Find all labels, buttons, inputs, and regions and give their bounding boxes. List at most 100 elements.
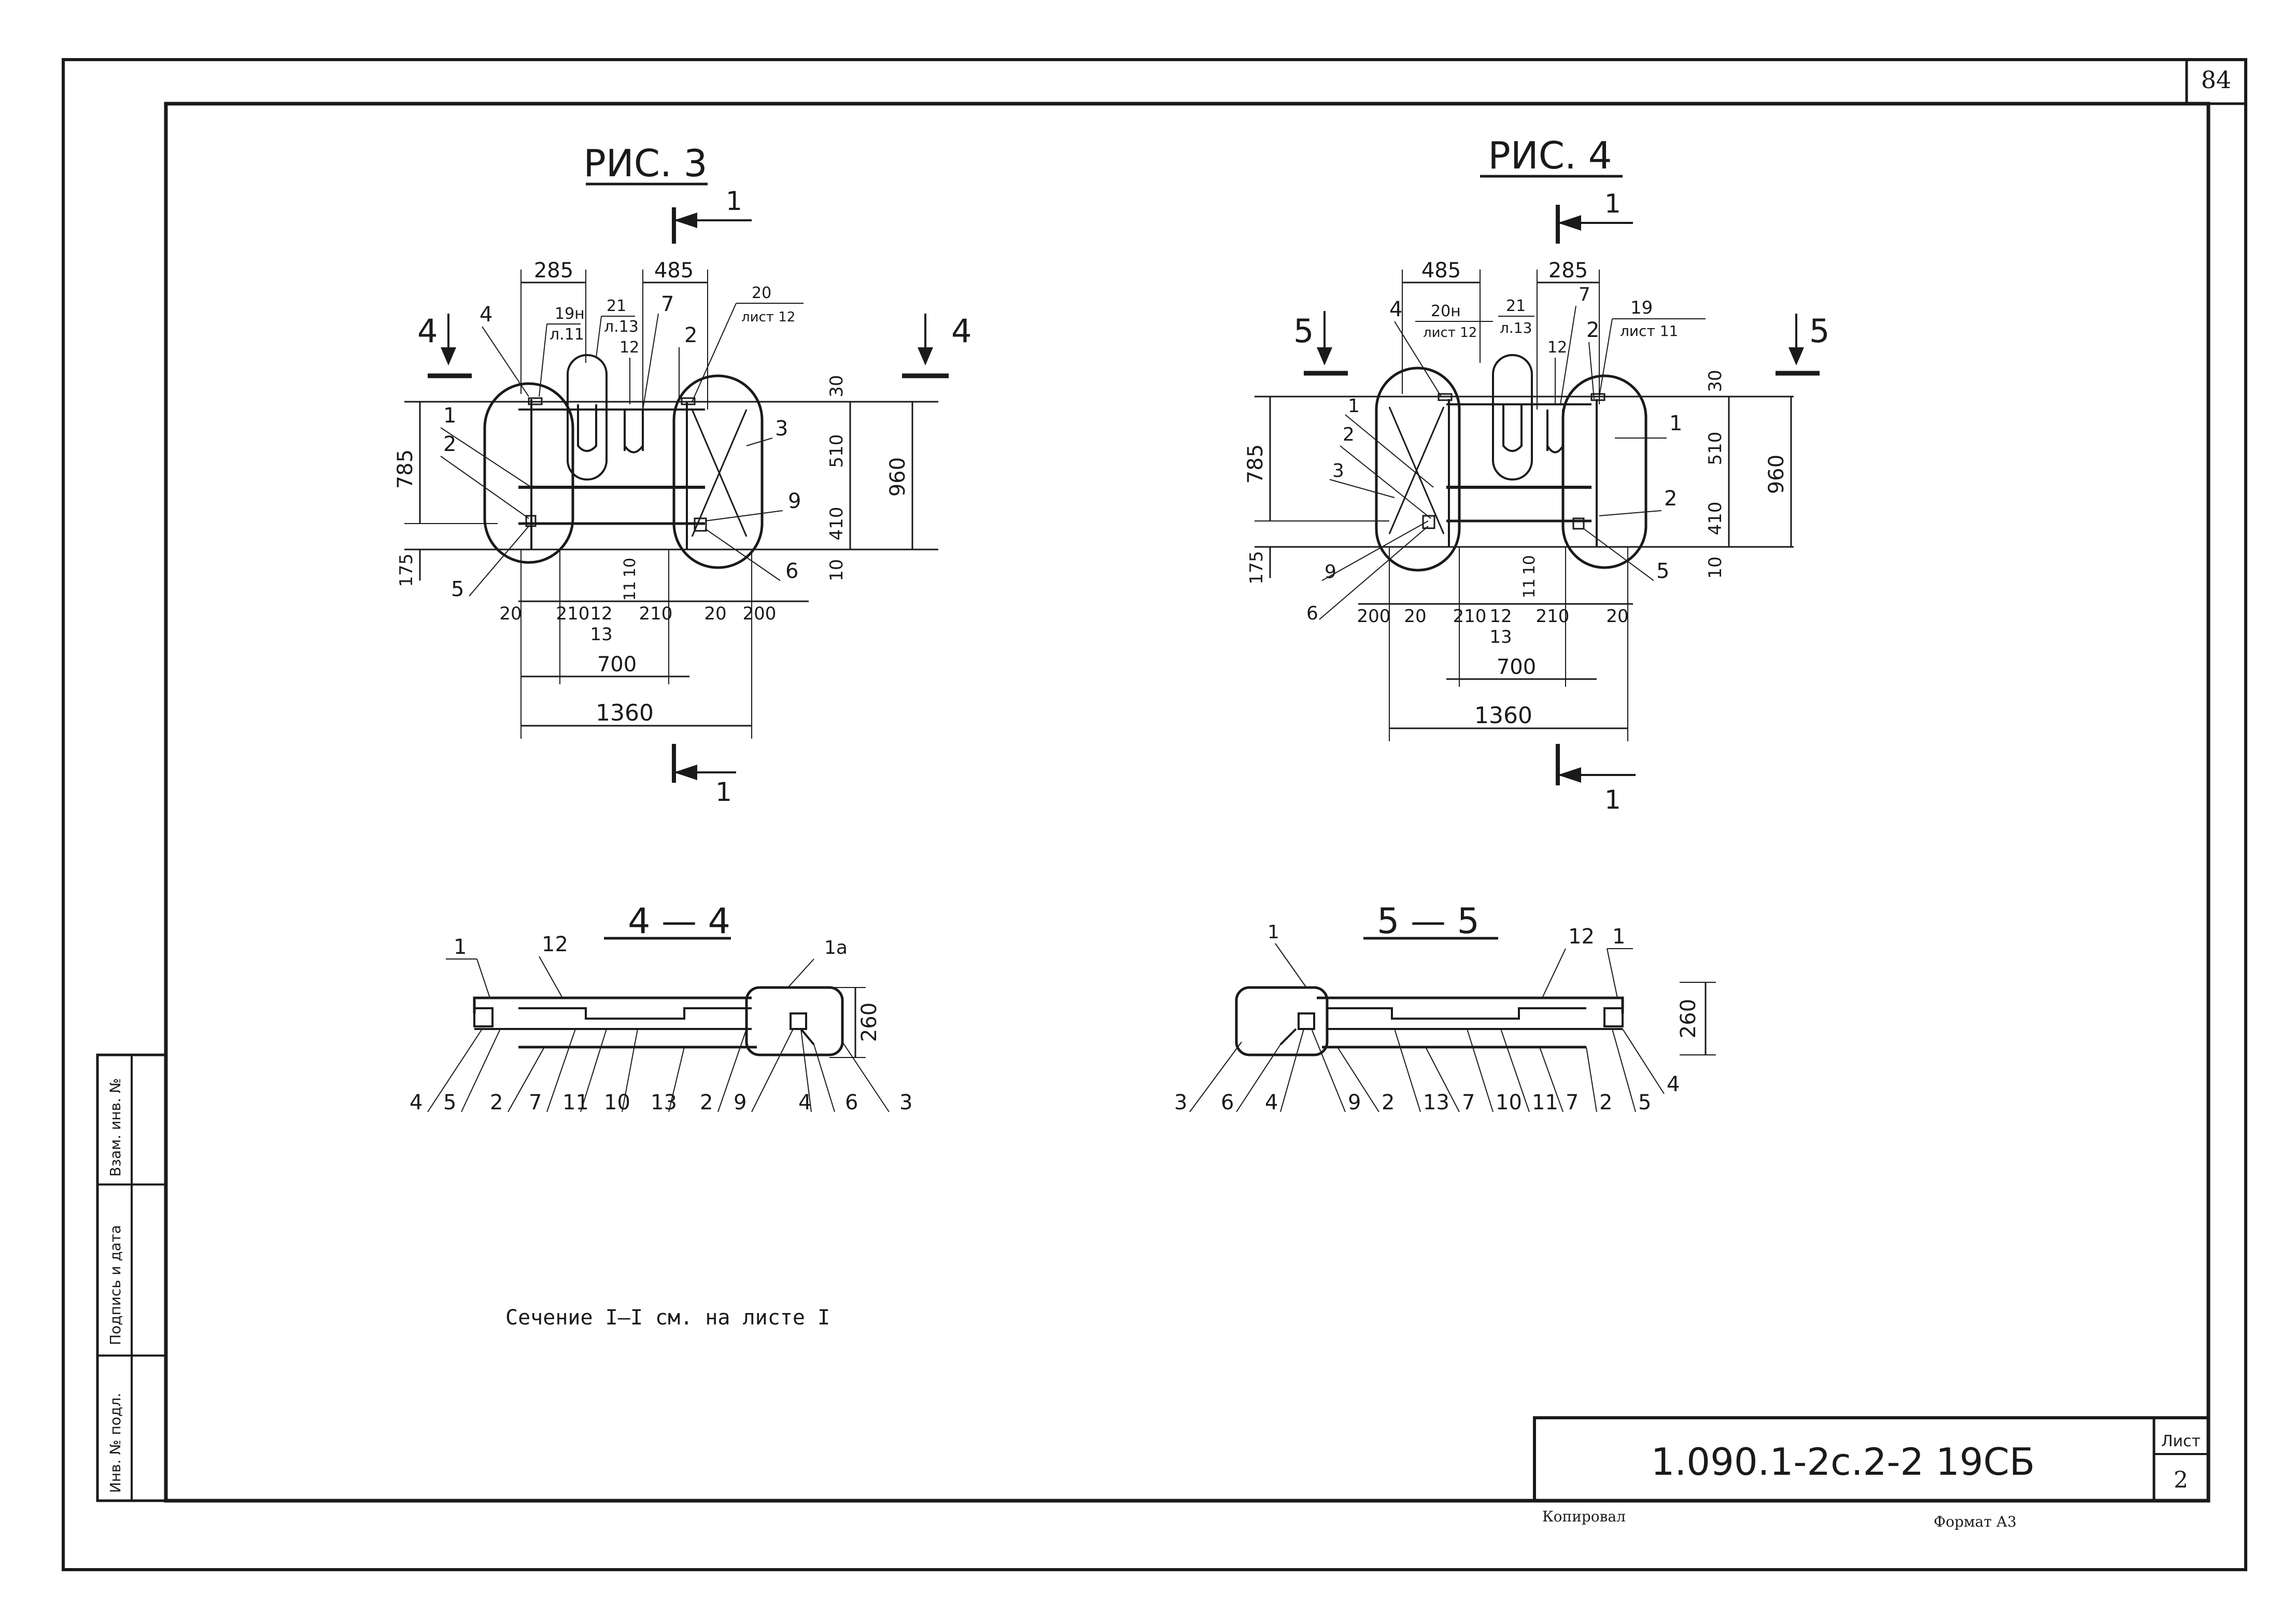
svg-text:13: 13 xyxy=(590,624,612,645)
svg-text:285: 285 xyxy=(1548,259,1588,283)
svg-text:510: 510 xyxy=(826,434,847,468)
svg-text:лист 11: лист 11 xyxy=(1620,322,1678,340)
svg-text:7: 7 xyxy=(529,1091,542,1115)
svg-text:3: 3 xyxy=(1332,460,1344,482)
corner-sheet-number: 84 xyxy=(2201,66,2232,94)
svg-text:1: 1 xyxy=(1669,412,1682,435)
svg-text:1: 1 xyxy=(454,935,467,959)
svg-text:260: 260 xyxy=(857,1003,881,1042)
svg-text:960: 960 xyxy=(1765,455,1788,494)
svg-text:10: 10 xyxy=(1705,556,1726,579)
svg-text:5: 5 xyxy=(1656,559,1669,583)
svg-text:7: 7 xyxy=(1462,1091,1475,1115)
svg-text:21: 21 xyxy=(607,297,626,315)
svg-text:960: 960 xyxy=(886,457,910,497)
svg-text:210: 210 xyxy=(556,603,590,624)
svg-text:2: 2 xyxy=(684,323,697,347)
svg-text:2: 2 xyxy=(1343,424,1355,445)
svg-text:5: 5 xyxy=(451,577,464,601)
svg-text:10: 10 xyxy=(621,558,639,577)
svg-text:2: 2 xyxy=(1382,1091,1394,1115)
svg-text:210: 210 xyxy=(1536,606,1570,627)
svg-text:6: 6 xyxy=(1221,1091,1234,1115)
svg-text:4: 4 xyxy=(1389,298,1402,321)
svg-text:7: 7 xyxy=(1566,1091,1579,1115)
svg-text:6: 6 xyxy=(845,1091,858,1115)
svg-text:1: 1 xyxy=(443,404,456,428)
svg-text:410: 410 xyxy=(1705,502,1726,535)
svg-text:30: 30 xyxy=(1705,370,1726,392)
svg-text:3: 3 xyxy=(775,417,788,441)
svg-text:13: 13 xyxy=(1423,1091,1449,1115)
svg-text:485: 485 xyxy=(654,259,694,283)
svg-text:10: 10 xyxy=(604,1091,630,1115)
svg-text:4: 4 xyxy=(951,312,971,350)
svg-text:4 — 4: 4 — 4 xyxy=(628,901,730,942)
svg-text:11: 11 xyxy=(621,581,639,601)
svg-text:200: 200 xyxy=(743,603,777,624)
svg-text:700: 700 xyxy=(1497,655,1536,679)
sec44-bottom-labels: 4 5 2 7 11 10 13 2 9 4 6 3 xyxy=(410,1028,912,1115)
svg-text:1: 1 xyxy=(1604,785,1621,815)
svg-text:210: 210 xyxy=(1453,606,1487,627)
svg-text:20: 20 xyxy=(499,603,522,624)
svg-text:1: 1 xyxy=(715,777,732,807)
svg-text:12: 12 xyxy=(1568,925,1595,949)
svg-text:1: 1 xyxy=(1612,925,1625,949)
svg-text:4: 4 xyxy=(410,1091,422,1115)
svg-text:700: 700 xyxy=(597,653,637,676)
svg-text:19н: 19н xyxy=(555,305,585,323)
sec55-bottom-labels: 3 6 4 9 2 13 7 10 11 7 2 5 4 xyxy=(1174,1028,1680,1115)
svg-text:285: 285 xyxy=(534,259,573,283)
svg-text:6: 6 xyxy=(1306,603,1318,624)
figure-4: РИС. 4 1 1 5 5 xyxy=(1244,134,1829,815)
svg-text:20н: 20н xyxy=(1431,302,1461,320)
svg-text:20: 20 xyxy=(1606,606,1628,627)
svg-text:4: 4 xyxy=(1265,1091,1278,1115)
svg-text:10: 10 xyxy=(826,559,847,581)
copied-label: Копировал xyxy=(1542,1508,1626,1525)
svg-text:1: 1 xyxy=(1267,922,1279,943)
svg-text:3: 3 xyxy=(1174,1091,1187,1115)
svg-text:1360: 1360 xyxy=(596,700,654,726)
svg-text:лист 12: лист 12 xyxy=(1423,325,1477,341)
sheet-value: 2 xyxy=(2174,1467,2188,1493)
svg-text:1360: 1360 xyxy=(1474,702,1532,729)
svg-text:3: 3 xyxy=(899,1091,912,1115)
svg-text:10: 10 xyxy=(1520,555,1539,575)
outer-frame xyxy=(62,58,2247,1571)
inner-frame xyxy=(164,102,2210,1503)
svg-text:11: 11 xyxy=(1520,579,1539,598)
format-label: Формат А3 xyxy=(1934,1513,2017,1530)
svg-text:9: 9 xyxy=(788,489,801,513)
svg-text:12: 12 xyxy=(1489,606,1512,627)
svg-text:175: 175 xyxy=(1246,551,1267,585)
svg-text:12: 12 xyxy=(590,603,612,624)
svg-text:20: 20 xyxy=(1404,606,1426,627)
title-block: 1.090.1-2с.2-2 19СБ Лист 2 Копировал Фор… xyxy=(1533,1416,2210,1530)
svg-text:12: 12 xyxy=(542,933,568,956)
svg-text:2: 2 xyxy=(1586,318,1599,342)
svg-text:260: 260 xyxy=(1677,999,1700,1038)
side-stamp: Инв. № подл. Подпись и дата Взам. инв. № xyxy=(96,1053,167,1502)
svg-text:9: 9 xyxy=(1348,1091,1361,1115)
svg-text:21: 21 xyxy=(1506,297,1526,315)
svg-text:12: 12 xyxy=(619,338,639,357)
svg-text:лист 12: лист 12 xyxy=(741,309,795,325)
svg-text:5: 5 xyxy=(443,1091,456,1115)
svg-text:1: 1 xyxy=(726,186,742,216)
svg-text:410: 410 xyxy=(826,507,847,541)
stamp-replace-inv: Взам. инв. № xyxy=(107,1078,124,1177)
svg-text:2: 2 xyxy=(1664,487,1677,511)
drawing-code: 1.090.1-2с.2-2 19СБ xyxy=(1651,1440,2035,1484)
svg-text:30: 30 xyxy=(826,375,847,397)
section-5-5: 5 — 5 260 1 12 1 3 6 4 9 2 xyxy=(1174,901,1716,1115)
stamp-signature-date: Подпись и дата xyxy=(107,1225,124,1345)
svg-text:2: 2 xyxy=(490,1091,503,1115)
svg-text:510: 510 xyxy=(1705,432,1726,466)
svg-text:5: 5 xyxy=(1809,312,1829,350)
svg-text:4: 4 xyxy=(417,312,438,350)
svg-text:2: 2 xyxy=(443,432,456,456)
stamp-inv-no: Инв. № подл. xyxy=(107,1393,124,1493)
